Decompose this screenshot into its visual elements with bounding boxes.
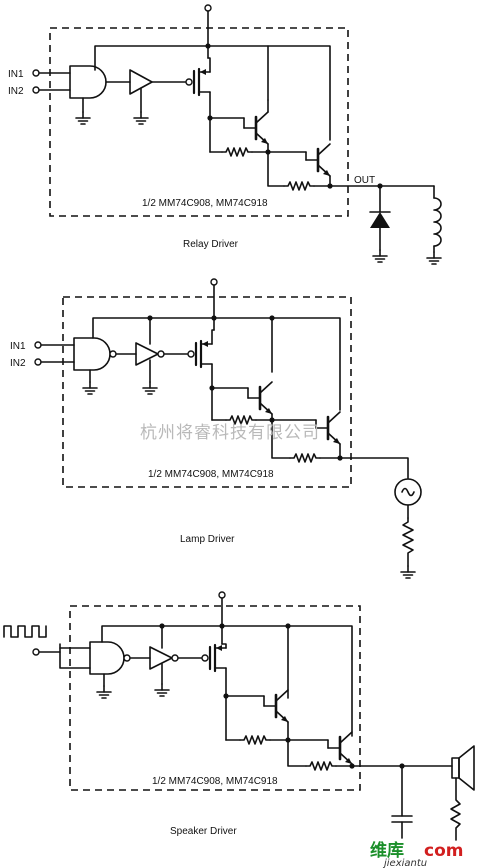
speaker-driver-circuit: 1/2 MM74C908, MM74C918 Speaker Driver: [3, 591, 475, 841]
lamp-pmos-transistor: [194, 339, 214, 369]
lamp-part-label: 1/2 MM74C908, MM74C918: [148, 469, 274, 480]
lamp-vcc-terminal: [210, 278, 218, 286]
speaker-npn-q1: [262, 688, 290, 724]
lamp-inverter: [135, 342, 159, 366]
relay-driver-circuit: IN1 IN2: [8, 4, 442, 265]
relay-caption: Relay Driver: [183, 239, 239, 250]
speaker-caption: Speaker Driver: [170, 826, 237, 837]
relay-resistor-r2: [283, 181, 315, 191]
speaker-part-label: 1/2 MM74C908, MM74C918: [152, 776, 278, 787]
relay-in1-terminal[interactable]: [32, 69, 40, 77]
lamp-in2-label: IN2: [10, 358, 26, 369]
speaker-icon: [451, 757, 460, 779]
lamp-driver-circuit: IN1 IN2: [10, 278, 422, 579]
svg-text:jiexiantu: jiexiantu: [382, 858, 427, 868]
lamp-ic-boundary: [62, 296, 352, 488]
lamp-in1-label: IN1: [10, 341, 26, 352]
watermark: 杭州将睿科技有限公司: [140, 423, 320, 443]
relay-out-label: OUT: [354, 175, 375, 186]
relay-part-label: 1/2 MM74C908, MM74C918: [142, 198, 268, 209]
speaker-resistor-r2: [305, 761, 337, 771]
relay-in2-label: IN2: [8, 86, 24, 97]
speaker-ic-boundary: [69, 605, 361, 791]
relay-ic-boundary: [49, 27, 349, 217]
relay-npn-q2: [304, 142, 332, 178]
speaker-input-terminal[interactable]: [32, 648, 40, 656]
speaker-resistor-r1: [239, 735, 271, 745]
speaker-npn-q2: [326, 730, 354, 766]
relay-pmos-transistor: [192, 67, 212, 97]
site-logo: 维库 com jiexiantu: [370, 840, 463, 868]
square-wave-icon: [3, 625, 47, 638]
relay-in2-terminal[interactable]: [32, 86, 40, 94]
lamp-npn-q1: [246, 380, 274, 416]
relay-in1-label: IN1: [8, 69, 24, 80]
lamp-nand-gate: [73, 337, 111, 371]
relay-npn-q1: [242, 110, 270, 146]
speaker-inverter: [149, 646, 173, 670]
lamp-resistor-r3: [402, 517, 414, 567]
speaker-pmos-transistor: [208, 643, 228, 673]
speaker-vcc-terminal: [218, 591, 226, 599]
svg-text:com: com: [424, 841, 463, 861]
lamp-in1-terminal[interactable]: [34, 341, 42, 349]
lamp-caption: Lamp Driver: [180, 534, 235, 545]
relay-and-gate: [69, 65, 107, 99]
lamp-resistor-r2: [289, 453, 321, 463]
lamp-in2-terminal[interactable]: [34, 358, 42, 366]
svg-text:维库: 维库: [370, 840, 404, 861]
speaker-resistor-r3: [450, 777, 461, 841]
relay-resistor-r1: [221, 147, 253, 157]
relay-coil: [433, 197, 442, 247]
speaker-nand-gate: [89, 641, 125, 675]
relay-vcc-terminal: [204, 4, 212, 12]
